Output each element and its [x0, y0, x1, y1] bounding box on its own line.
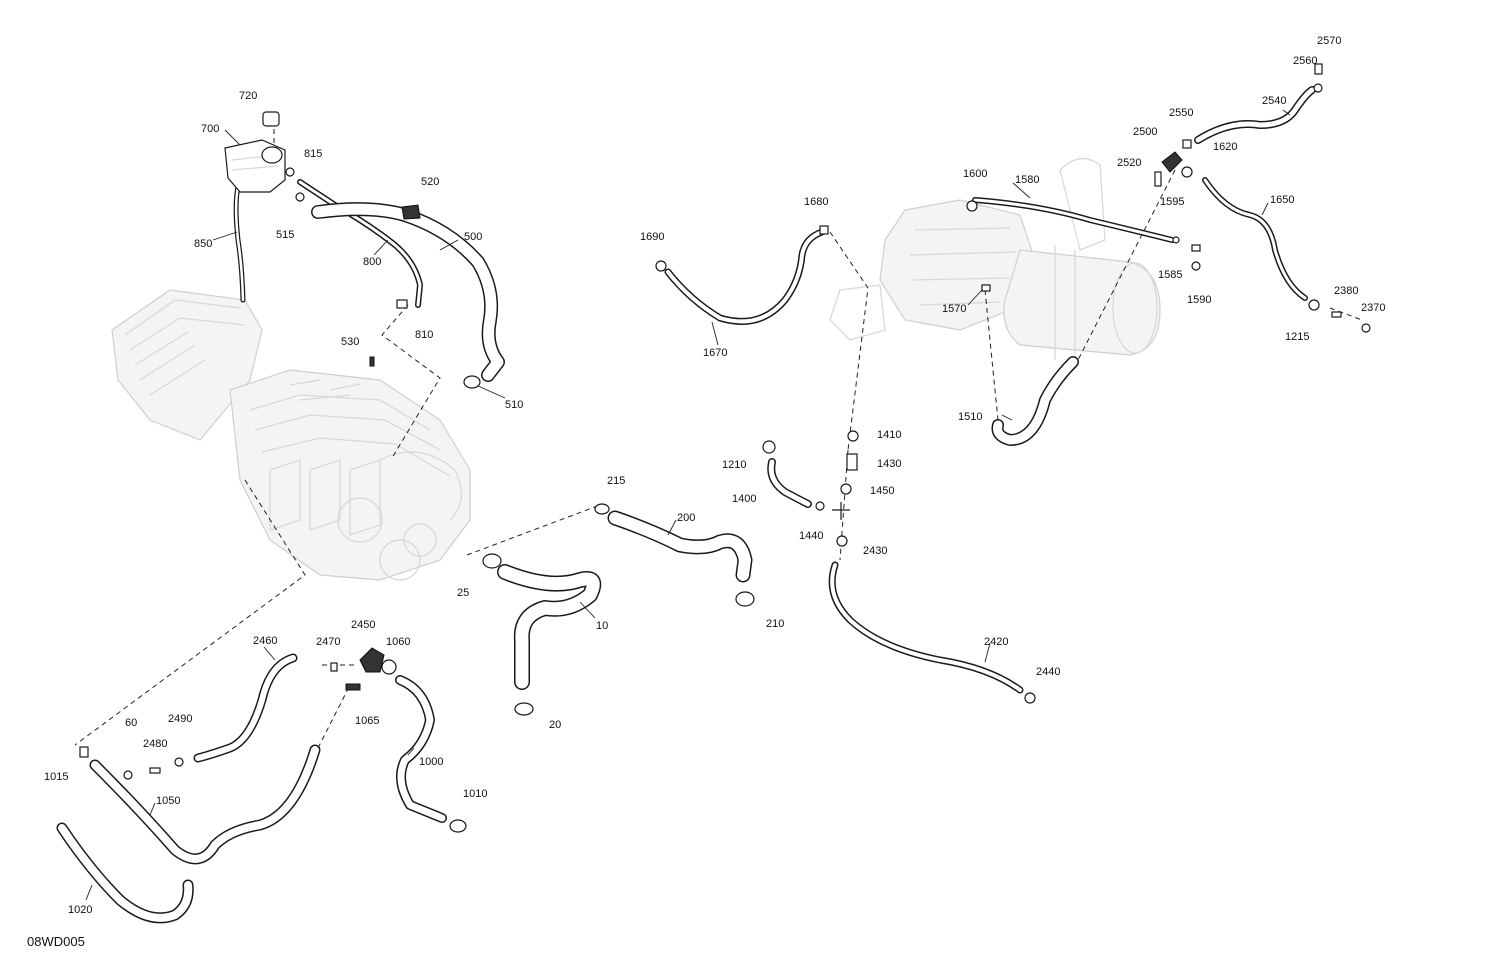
callout-520: 520 [421, 176, 439, 188]
callout-1410: 1410 [877, 429, 901, 441]
hose-800 [297, 179, 423, 308]
leader-lines [85, 109, 1291, 901]
callout-10: 10 [596, 620, 608, 632]
callout-1000: 1000 [419, 756, 443, 768]
callout-200: 200 [677, 512, 695, 524]
callout-810: 810 [415, 329, 433, 341]
callout-2500: 2500 [1133, 126, 1157, 138]
callout-20: 20 [549, 719, 561, 731]
engine-ghost [111, 289, 471, 581]
callout-815: 815 [304, 148, 322, 160]
callout-2430: 2430 [863, 545, 887, 557]
callout-1010: 1010 [463, 788, 487, 800]
callout-2550: 2550 [1169, 107, 1193, 119]
callout-2570: 2570 [1317, 35, 1341, 47]
callout-1065: 1065 [355, 715, 379, 727]
callout-1430: 1430 [877, 458, 901, 470]
callout-1595: 1595 [1160, 196, 1184, 208]
callout-1585: 1585 [1158, 269, 1182, 281]
callout-530: 530 [341, 336, 359, 348]
callout-2560: 2560 [1293, 55, 1317, 67]
callout-1215: 1215 [1285, 331, 1309, 343]
callout-800: 800 [363, 256, 381, 268]
callout-2440: 2440 [1036, 666, 1060, 678]
callout-1440: 1440 [799, 530, 823, 542]
callout-1015: 1015 [44, 771, 68, 783]
callout-510: 510 [505, 399, 523, 411]
callouts: 720 700 815 520 515 850 500 800 810 530 … [44, 35, 1385, 916]
callout-1210: 1210 [722, 459, 746, 471]
reference-code: 08WD005 [27, 934, 85, 949]
callout-1680: 1680 [804, 196, 828, 208]
callout-1670: 1670 [703, 347, 727, 359]
callout-60: 60 [125, 717, 137, 729]
callout-1510: 1510 [958, 411, 982, 423]
callout-1060: 1060 [386, 636, 410, 648]
reservoir-cap [262, 111, 280, 127]
callout-2520: 2520 [1117, 157, 1141, 169]
callout-1580: 1580 [1015, 174, 1039, 186]
callout-215: 215 [607, 475, 625, 487]
callout-1450: 1450 [870, 485, 894, 497]
callout-1050: 1050 [156, 795, 180, 807]
callout-1400: 1400 [732, 493, 756, 505]
exhaust-ghost [829, 158, 1161, 360]
callout-1570: 1570 [942, 303, 966, 315]
callout-700: 700 [201, 123, 219, 135]
callout-1650: 1650 [1270, 194, 1294, 206]
callout-2490: 2490 [168, 713, 192, 725]
callout-2480: 2480 [143, 738, 167, 750]
callout-1590: 1590 [1187, 294, 1211, 306]
callout-2540: 2540 [1262, 95, 1286, 107]
callout-1690: 1690 [640, 231, 664, 243]
junction-2500 [1161, 151, 1183, 173]
hoses [56, 86, 1316, 924]
thermostat-housing [359, 647, 385, 673]
callout-500: 500 [464, 231, 482, 243]
callout-850: 850 [194, 238, 212, 250]
callout-1620: 1620 [1213, 141, 1237, 153]
callout-720: 720 [239, 90, 257, 102]
callout-2380: 2380 [1334, 285, 1358, 297]
callout-2470: 2470 [316, 636, 340, 648]
callout-210: 210 [766, 618, 784, 630]
callout-1600: 1600 [963, 168, 987, 180]
callout-2460: 2460 [253, 635, 277, 647]
callout-2420: 2420 [984, 636, 1008, 648]
callout-2450: 2450 [351, 619, 375, 631]
callout-25: 25 [457, 587, 469, 599]
callout-1020: 1020 [68, 904, 92, 916]
callout-2370: 2370 [1361, 302, 1385, 314]
callout-515: 515 [276, 229, 294, 241]
hose-2460 [193, 653, 298, 763]
parts [79, 63, 1371, 833]
